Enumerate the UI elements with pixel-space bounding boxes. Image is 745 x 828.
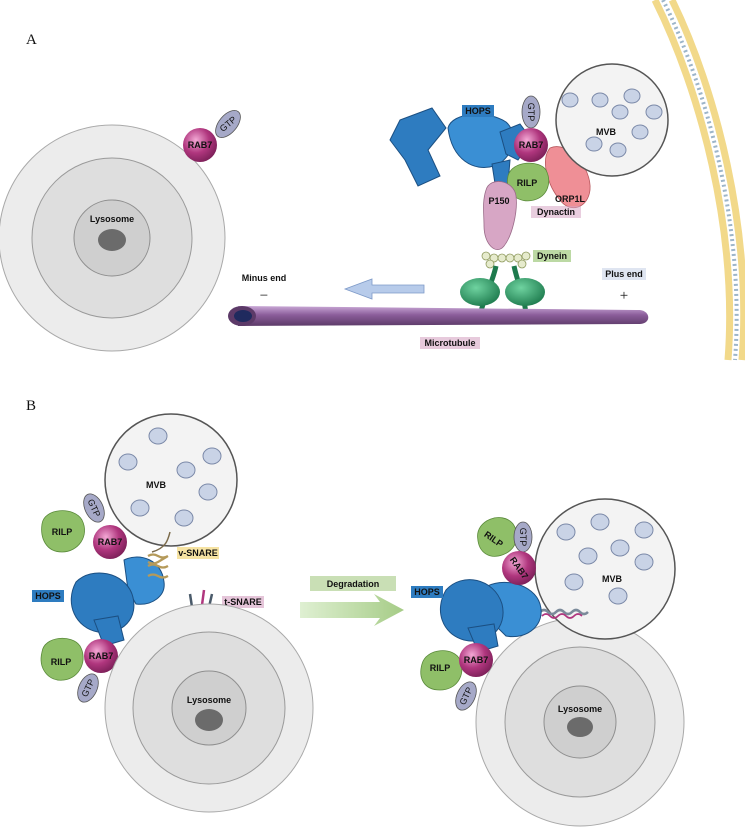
microtubule [228,306,649,326]
dynein-head-left [460,278,500,306]
gtp-icon-b2 [77,673,99,703]
rilp-label-b1: RILP [52,527,73,537]
rab7-icon-a2 [514,128,548,162]
panel-a-label: A [26,32,37,48]
dynein-label: Dynein [537,251,567,261]
t-snare-label: t-SNARE [224,597,262,607]
mvb-b-left [104,413,238,547]
rilp-icon-b4 [420,650,463,691]
minus-end-label: Minus end [242,273,287,283]
rab7-icon-b1 [93,525,127,559]
rab7-label-a2: RAB7 [519,140,544,150]
mvb-label-b-left: MVB [146,480,167,490]
mvb-label-b-right: MVB [602,574,623,584]
rilp-label-b2: RILP [51,657,72,667]
lysosome-label-b-right: Lysosome [558,704,602,714]
hops-complex-b-left [70,556,165,647]
lysosome-b-right [475,617,685,827]
plus-sign: + [620,288,628,304]
gtp-label-a2: GTP [526,103,536,122]
degradation-label: Degradation [327,579,380,589]
hops-label-b-left: HOPS [35,591,61,601]
rilp-label-b4: RILP [430,663,451,673]
plus-end-label: Plus end [605,269,643,279]
rab7-icon-b4 [459,643,493,677]
v-snare-coil [147,553,169,579]
gtp-label-b3: GTP [518,528,528,547]
minus-sign: − [260,288,268,304]
rab7-icon-b2 [84,639,118,673]
degradation-arrow [300,594,404,626]
plasma-membrane [651,0,745,361]
rab7-label-b2: RAB7 [89,651,114,661]
fused-snare-coil [539,608,589,616]
hops-label-a: HOPS [465,106,491,116]
lysosome-label-b-left: Lysosome [187,695,231,705]
gtp-icon [215,110,241,138]
rilp-icon-b1 [41,510,85,553]
minus-direction-arrow [343,278,425,300]
rilp-label-a: RILP [517,178,538,188]
mvb-label-a: MVB [596,127,617,137]
rab7-icon [183,128,217,162]
mvb-b-right [534,498,676,640]
p150-label: P150 [488,196,509,206]
dynein-head-right [505,278,545,306]
mvb-a [555,63,669,177]
gtp-icon-b1 [83,493,105,523]
p150-icon [483,181,517,251]
v-snare-label: v-SNARE [178,548,218,558]
lysosome-b-left [104,603,314,813]
dynactin-beads [481,251,531,269]
orp1l-label: ORP1L [555,194,586,204]
gtp-icon-b4 [455,681,477,711]
dynactin-label: Dynactin [537,207,575,217]
hops-label-b-right: HOPS [414,587,440,597]
rilp-icon-b2 [40,638,84,681]
rab7-label-b1: RAB7 [98,537,123,547]
rab7-icon-b3 [502,551,536,585]
degradation-badge [310,576,396,591]
rab7-label-b4: RAB7 [464,655,489,665]
rab7-label: RAB7 [188,140,213,150]
lysosome-a: Lysosome [0,124,226,352]
lysosome-a-label: Lysosome [90,214,134,224]
panel-b-label: B [26,398,36,414]
microtubule-label: Microtubule [425,338,476,348]
